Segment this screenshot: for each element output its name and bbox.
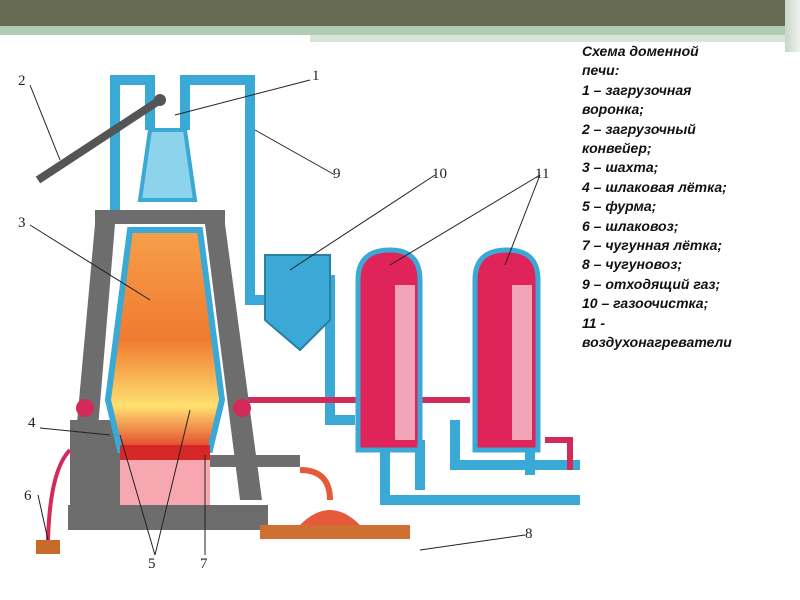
legend-line: 10 – газоочистка;: [582, 295, 709, 312]
gas-pipe: [110, 75, 580, 505]
legend-line: 9 – отходящий газ;: [582, 275, 721, 292]
header-edge: [785, 0, 800, 52]
slag-car: [36, 448, 72, 554]
caption-title: печи:: [582, 62, 620, 79]
iron-car: [260, 467, 410, 539]
air-heater-1: [355, 247, 423, 453]
label-7: 7: [200, 556, 208, 572]
gas-cleaner: [264, 254, 331, 352]
legend-line: 6 – шлаковоз;: [582, 217, 679, 234]
legend-line: воронка;: [582, 101, 644, 118]
furnace-frame: [68, 210, 300, 530]
label-9: 9: [333, 166, 341, 182]
legend-line: 3 – шахта;: [582, 159, 659, 176]
blast-furnace-diagram: 1 2 3 4 5 6 7 8 9 10 11: [18, 68, 580, 572]
label-10: 10: [432, 166, 447, 182]
legend-line: воздухонагреватели: [582, 334, 732, 351]
legend-line: 7 – чугунная лётка;: [582, 237, 723, 254]
label-3: 3: [18, 215, 26, 231]
legend-line: 5 – фурма;: [582, 198, 657, 215]
caption-title: Схема доменной: [582, 43, 699, 59]
label-4: 4: [28, 415, 36, 431]
label-8: 8: [525, 526, 533, 542]
legend-line: конвейер;: [582, 140, 652, 157]
label-11: 11: [535, 166, 549, 182]
legend-line: 2 – загрузочный: [582, 120, 696, 137]
legend-line: 11 -: [582, 314, 606, 331]
air-heater-2: [472, 247, 541, 453]
legend-line: 8 – чугуновоз;: [582, 256, 683, 273]
label-2: 2: [18, 73, 26, 89]
header-accent-band-light: [310, 35, 785, 42]
legend-line: 1 – загрузочная: [582, 81, 692, 98]
legend-line: 4 – шлаковая лётка;: [582, 178, 727, 195]
furnace-shaft: [104, 227, 226, 453]
legend-caption: Схема доменной печи: 1 – загрузочная вор…: [582, 42, 797, 353]
label-1: 1: [312, 68, 320, 84]
loading-funnel: [137, 128, 198, 202]
label-6: 6: [24, 488, 32, 504]
header-accent-band: [0, 26, 785, 35]
label-5: 5: [148, 556, 156, 572]
header-band: [0, 0, 785, 26]
conveyor: [35, 96, 163, 184]
